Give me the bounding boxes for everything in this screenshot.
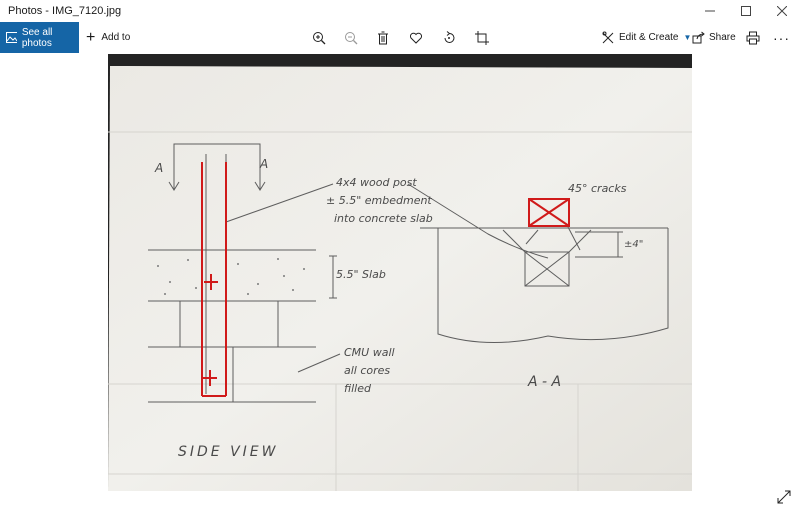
chevron-down-icon: ▼ [683,33,692,42]
minimize-icon [705,10,715,12]
section-mark-left: A [154,161,163,175]
side-view-label: SIDE VIEW [178,444,279,460]
delete-icon [378,31,388,45]
more-button[interactable]: ··· [773,22,790,53]
edit-create-button[interactable]: Edit & Create ▼ [602,22,691,53]
expand-icon [777,490,791,504]
close-button[interactable] [764,0,800,22]
cmu-line2: all cores [344,364,390,377]
crop-icon [475,31,489,45]
cmu-line1: CMU wall [344,346,395,359]
favorite-button[interactable] [407,29,425,47]
expand-button[interactable] [776,489,792,505]
cmu-line3: filled [344,382,372,395]
paper-grid [108,131,692,491]
close-icon [777,6,787,16]
favorite-icon [409,32,423,44]
plus-icon: + [86,28,96,46]
section-mark-right: A [259,157,268,171]
print-icon [746,31,760,45]
delete-button[interactable] [374,29,392,47]
add-to-label: Add to [101,32,131,43]
zoom-out-button[interactable] [342,29,360,47]
post-note-line3: into concrete slab [334,212,433,225]
photo-view[interactable]: A A 4x4 wood post ± 5.5" embedment into … [108,54,692,491]
post-note-line1: 4x4 wood post [336,176,417,189]
cracks-markup [528,198,570,227]
zoom-out-icon [345,32,358,45]
post-note-line2: ± 5.5" embedment [326,194,432,207]
rotate-button[interactable] [440,29,458,47]
paper-sheet [108,66,692,491]
edit-icon [602,31,614,44]
zoom-in-button[interactable] [310,29,328,47]
depth-label: ±4" [624,239,643,250]
toolbar: See all photos + Add to Edit & Create ▼ … [0,22,800,53]
cracks-label: 45° cracks [568,182,627,195]
slab-aggregate [157,258,305,295]
crop-button[interactable] [473,29,491,47]
edit-create-label: Edit & Create [619,32,679,43]
title-bar: Photos - IMG_7120.jpg [0,0,800,22]
window-controls [692,0,800,22]
see-all-photos-button[interactable]: See all photos [0,22,79,53]
sketch-photo: A A 4x4 wood post ± 5.5" embedment into … [108,54,692,491]
share-icon [692,31,705,44]
see-all-photos-label: See all photos [21,26,53,49]
post-markup [201,162,227,397]
window-title: Photos - IMG_7120.jpg [8,5,122,17]
section-drawing [407,183,669,344]
add-to-button[interactable]: + Add to [86,22,130,53]
share-label: Share [709,32,736,43]
maximize-button[interactable] [728,0,764,22]
minimize-button[interactable] [692,0,728,22]
slab-label: 5.5" Slab [336,268,386,281]
zoom-in-icon [313,32,326,45]
maximize-icon [741,6,751,16]
rotate-icon [444,31,455,43]
share-button[interactable]: Share [692,22,736,53]
photo-icon [6,32,17,43]
section-label: A - A [527,374,561,390]
more-icon: ··· [773,29,790,46]
print-button[interactable] [744,29,762,47]
